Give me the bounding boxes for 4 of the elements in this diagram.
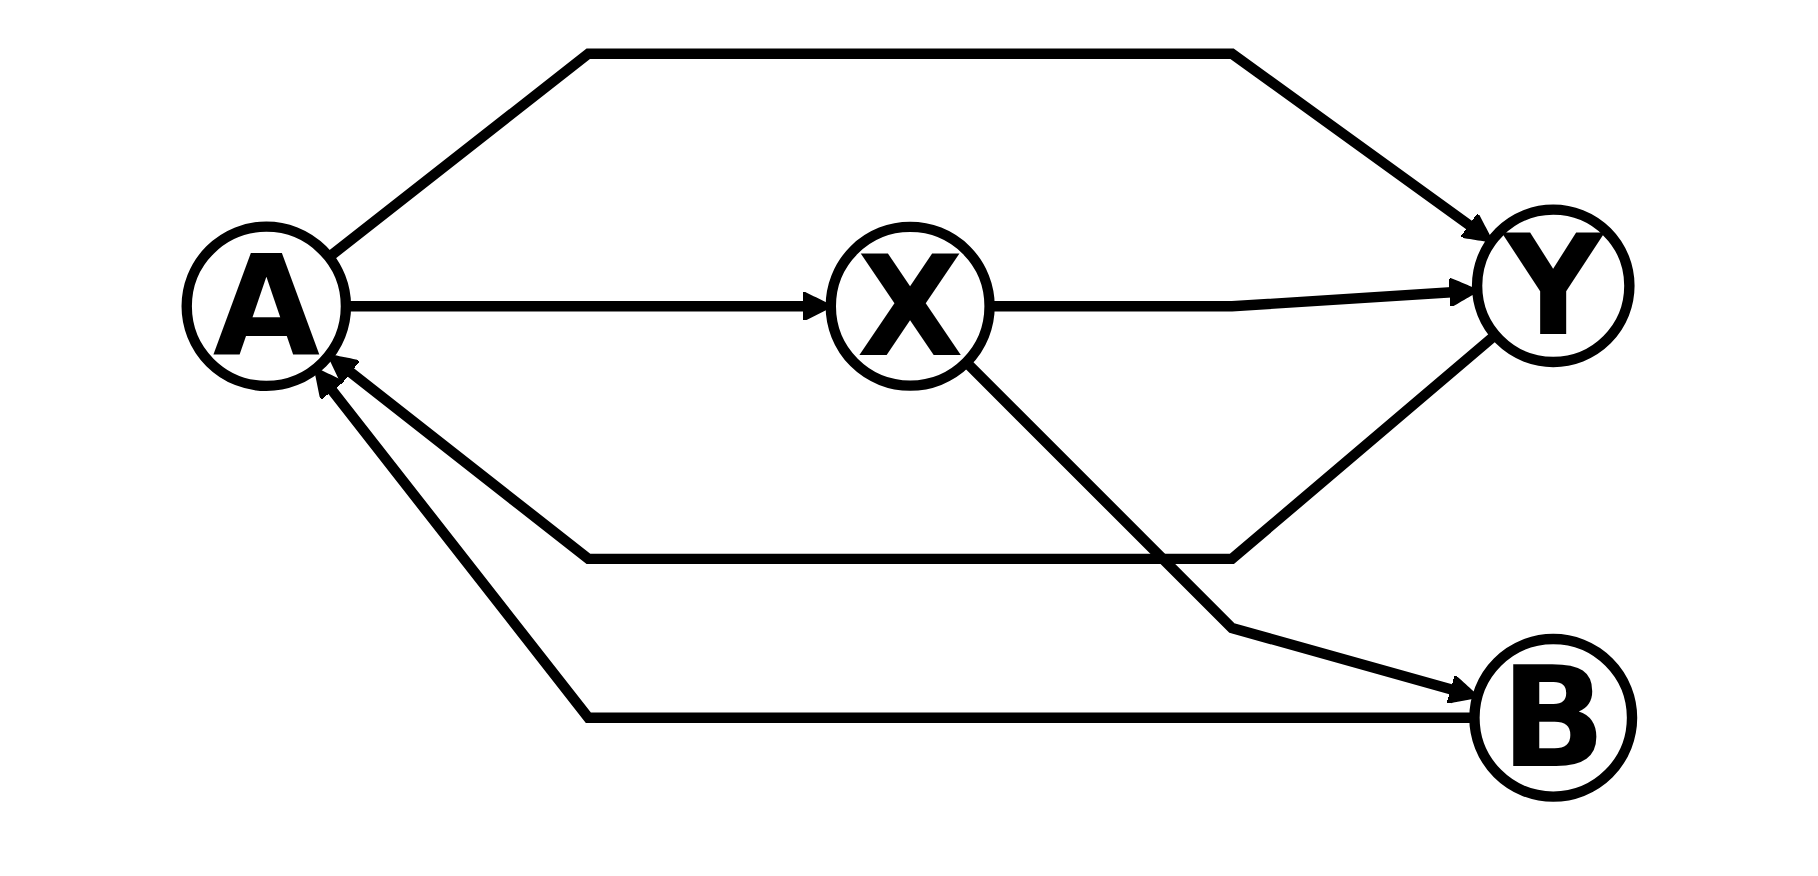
node-circle: A: [181, 221, 351, 392]
node-circle: B: [1468, 634, 1637, 803]
node-circle: X: [825, 221, 995, 392]
node-circle: Y: [1471, 204, 1635, 368]
